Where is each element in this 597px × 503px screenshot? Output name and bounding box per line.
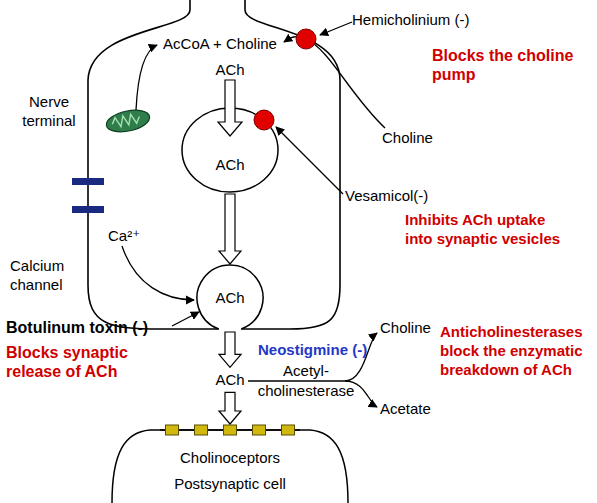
molecule-label: ACh	[210, 155, 250, 174]
calcium-arrow	[122, 246, 194, 300]
drug-action-note: Inhibits ACh uptake into synaptic vesicl…	[405, 210, 570, 248]
postsynaptic-membrane	[112, 430, 348, 503]
hollow-arrow	[219, 392, 241, 424]
receptor-symbol	[253, 425, 266, 435]
drug-name: Neostigmine (-)	[258, 340, 378, 359]
molecule-label: ACh	[216, 370, 245, 389]
mitochondrion-cristae	[111, 113, 140, 129]
nerve-terminal-outline	[86, 0, 342, 333]
molecule-label: Choline	[380, 318, 440, 337]
drug-name: Hemicholinium (-)	[352, 10, 502, 29]
receptor-label: Cholinoceptors	[150, 448, 310, 467]
drug-site-marker	[296, 29, 316, 49]
hollow-arrow	[218, 80, 242, 136]
synthesis-arrow	[136, 45, 157, 110]
drug-action-note: Anticholinesterases block the enzymatic …	[440, 322, 595, 379]
enzyme-product-arrow	[345, 381, 377, 407]
drug-site-marker	[254, 110, 274, 130]
receptor-symbol	[166, 425, 179, 435]
calcium-channel-bar	[72, 206, 104, 213]
ion-label: Ca²⁺	[108, 226, 148, 245]
hollow-arrow	[219, 332, 241, 367]
leader-arrow	[320, 22, 352, 35]
receptor-symbol	[282, 425, 295, 435]
molecule-label: Choline	[382, 128, 452, 147]
mitochondrion	[104, 107, 151, 136]
drug-action-note: Blocks the choline pump	[432, 46, 592, 84]
drug-name: Vesamicol(-)	[345, 186, 455, 205]
enzyme-line	[248, 380, 345, 381]
leader-arrow	[276, 127, 343, 194]
molecule-label: ACh	[210, 288, 250, 307]
drug-name: Botulinum toxin (-)	[6, 318, 186, 337]
enzyme-product-arrow	[345, 333, 377, 381]
hollow-arrow	[219, 194, 241, 264]
fusing-vesicle: ACh	[196, 264, 264, 332]
drug-action-note: Blocks synaptic release of ACh	[6, 343, 146, 381]
flow-arrow	[219, 194, 241, 264]
receptor-symbol	[224, 425, 237, 435]
receptor-symbol	[195, 425, 208, 435]
molecule-label: ACh	[210, 60, 250, 79]
choline-uptake-arrow	[284, 37, 385, 128]
flow-arrow	[219, 332, 241, 424]
cell-label: Postsynaptic cell	[140, 474, 320, 493]
leader-arrow	[172, 312, 199, 326]
part-label: Nerve terminal	[12, 92, 86, 130]
calcium-channel-bar	[72, 178, 104, 185]
molecule-label: Acetate	[380, 399, 450, 418]
vesicle-membrane	[197, 265, 263, 329]
reaction-text: AcCoA + Choline	[160, 34, 280, 53]
mitochondrion-body	[104, 107, 151, 136]
terminal-membrane	[88, 0, 340, 329]
nerve-terminal: Nerve terminalAChACh	[86, 0, 342, 333]
postsynaptic-cell: CholinoceptorsPostsynaptic cell	[110, 424, 350, 503]
part-label: Calcium channel	[10, 256, 72, 294]
